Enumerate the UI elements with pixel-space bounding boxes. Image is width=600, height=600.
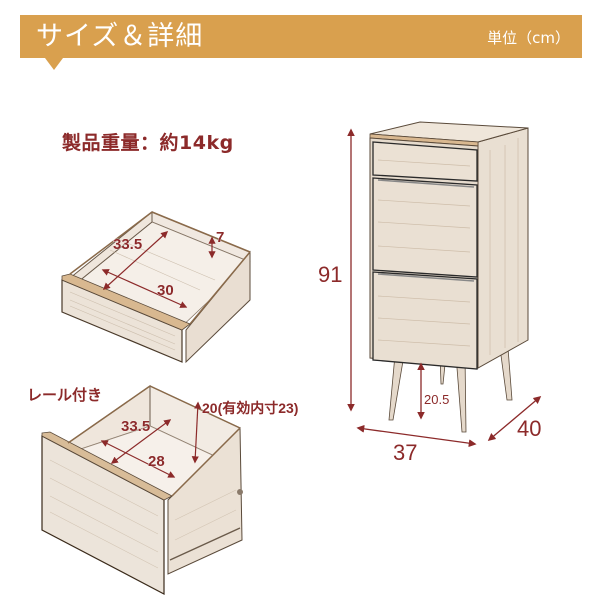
large-drawer-height-label: 20(有効内寸23) [202, 400, 298, 416]
cabinet-height-label: 91 [318, 262, 342, 287]
small-drawer-width-label: 30 [157, 282, 174, 299]
large-drawer-width-label: 28 [148, 453, 165, 470]
small-drawer-depth-label: 33.5 [113, 236, 142, 253]
cabinet-width-arrow [356, 424, 477, 448]
large-drawer-depth-label: 33.5 [121, 418, 150, 435]
unit-label: 単位（cm） [487, 29, 570, 47]
product-weight: 製品重量：約14kg [62, 132, 234, 154]
cabinet-depth-label: 40 [517, 416, 541, 441]
rail-label: レール付き [27, 386, 103, 404]
cabinet-illustration [347, 121, 542, 448]
cabinet-width-label: 37 [393, 440, 417, 465]
large-drawer-illustration [41, 385, 243, 595]
header-pointer [45, 58, 63, 70]
small-drawer-height-label: 7 [216, 229, 224, 246]
header-bar [20, 15, 582, 58]
leg-height-label: 20.5 [424, 392, 449, 407]
large-drawer-width-arrow [100, 440, 176, 478]
small-drawer-width-arrow [101, 269, 188, 308]
large-drawer-height-arrow [191, 401, 202, 464]
page-title: サイズ＆詳細 [36, 21, 204, 52]
cabinet-depth-arrow [487, 395, 542, 442]
small-drawer-illustration [61, 210, 251, 364]
